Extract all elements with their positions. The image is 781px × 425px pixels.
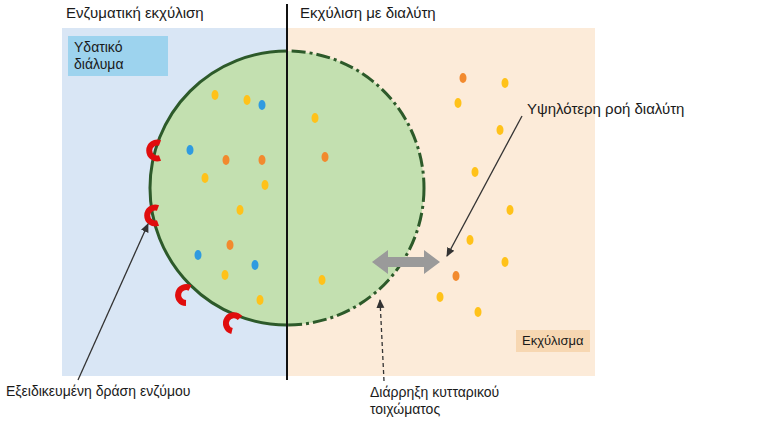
annotation-text: Διάρρηξη κυτταρικού τοιχώματος bbox=[370, 384, 540, 418]
annotation-text: Υψηλότερη ροή διαλύτη bbox=[527, 100, 777, 118]
section-heading: Εκχύλιση με διαλύτη bbox=[300, 4, 520, 22]
box-text: Υδατικό διάλυμα bbox=[74, 39, 162, 73]
molecules bbox=[187, 73, 514, 317]
cell-wall-intact bbox=[150, 51, 287, 325]
leader-line bbox=[447, 116, 522, 256]
leader-line bbox=[78, 224, 148, 380]
section-heading: Ενζυματική εκχύλιση bbox=[66, 4, 281, 22]
extract-box: Εκχύλισμα bbox=[516, 330, 590, 352]
box-text: Εκχύλισμα bbox=[522, 333, 584, 349]
cell-wall-broken bbox=[287, 51, 424, 325]
solution-box: Υδατικό διάλυμα bbox=[68, 36, 168, 76]
leader-line bbox=[380, 300, 384, 381]
enzymes bbox=[147, 143, 240, 332]
annotation-text: Εξειδικευμένη δράση ενζύμου bbox=[6, 383, 206, 400]
divider-line bbox=[286, 4, 288, 380]
solvent-flow-arrow bbox=[372, 250, 440, 274]
